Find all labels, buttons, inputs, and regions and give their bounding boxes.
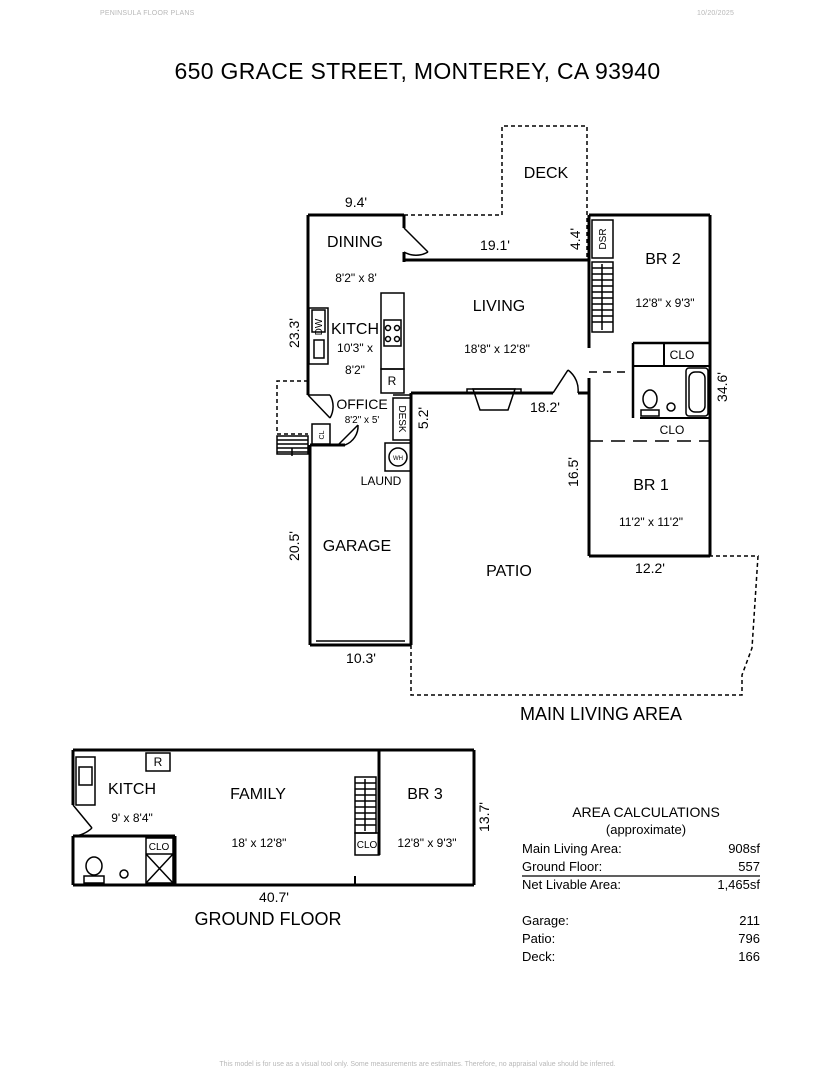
area-row-label: Deck:	[522, 949, 556, 964]
room-label-garage: GARAGE	[323, 538, 391, 555]
room-size-br1: 11'2" x 11'2"	[619, 515, 683, 529]
gf-measure-height: 13.7'	[476, 802, 492, 832]
room-label-office: OFFICE	[336, 396, 387, 412]
area-row-value: 166	[738, 949, 760, 964]
area-calculations-title: AREA CALCULATIONS	[572, 804, 720, 820]
measure-dining-width: 9.4'	[345, 194, 367, 210]
area-row-label: Main Living Area:	[522, 841, 622, 856]
area-row-label: Patio:	[522, 931, 556, 946]
room-label-deck: DECK	[524, 165, 569, 182]
gf-closet-label-bath: CLO	[149, 842, 170, 853]
page-title: 650 GRACE STREET, MONTEREY, CA 93940	[174, 58, 661, 84]
gf-room-label-kitchen: KITCH	[108, 781, 156, 798]
area-row: Deck: 166	[522, 949, 760, 966]
water-heater-label: WH	[393, 456, 403, 462]
desk-label: DESK	[396, 405, 407, 433]
gf-room-size-br3: 12'8" x 9'3"	[397, 836, 456, 850]
gf-room-label-family: FAMILY	[230, 786, 286, 803]
room-size-kitchen-a: 10'3" x	[337, 341, 373, 355]
area-row-value: 557	[738, 859, 760, 874]
patio-outline	[410, 555, 759, 696]
measure-br1-width: 12.2'	[635, 560, 665, 576]
deck-outline	[404, 125, 588, 258]
gf-closet-label-br3: CLO	[357, 840, 378, 851]
room-label-laundry: LAUND	[361, 474, 402, 488]
measure-garage-width: 10.3'	[346, 650, 376, 666]
main-level-label: MAIN LIVING AREA	[520, 704, 682, 724]
dishwasher-label: DW	[314, 318, 325, 335]
measure-living-width: 19.1'	[480, 237, 510, 253]
plan-date: 10/20/2025	[697, 10, 735, 17]
area-row: Ground Floor: 557	[522, 859, 760, 876]
area-row: Net Livable Area: 1,465sf	[522, 877, 760, 894]
refrigerator-label: R	[388, 374, 397, 388]
area-row-value: 1,465sf	[717, 877, 760, 892]
room-size-kitchen-b: 8'2"	[345, 363, 365, 377]
ground-level-label: GROUND FLOOR	[194, 909, 341, 929]
gf-refrigerator-label: R	[154, 755, 163, 769]
measure-office-depth: 5.2'	[415, 407, 431, 429]
room-label-kitchen: KITCH	[331, 321, 379, 338]
area-row: Main Living Area: 908sf	[522, 841, 760, 858]
area-row: Garage: 211	[522, 913, 760, 930]
area-row: Patio: 796	[522, 931, 760, 948]
disclaimer-footer: This model is for use as a visual tool o…	[219, 1061, 616, 1068]
room-label-patio: PATIO	[486, 563, 532, 580]
room-size-dining: 8'2" x 8'	[335, 271, 377, 285]
dsr-label: DSR	[598, 228, 609, 249]
area-row-value: 908sf	[728, 841, 760, 856]
measure-right-height: 34.6'	[714, 372, 730, 402]
gf-room-size-family: 18' x 12'8"	[232, 836, 287, 850]
room-label-living: LIVING	[473, 298, 525, 315]
entry-outline	[276, 380, 308, 435]
closet-label-br2: CLO	[670, 348, 695, 362]
measure-patio-span: 18.2'	[530, 399, 560, 415]
room-label-dining: DINING	[327, 234, 383, 251]
area-row-label: Garage:	[522, 913, 569, 928]
measure-garage-depth: 20.5'	[286, 531, 302, 561]
area-row-label: Net Livable Area:	[522, 877, 622, 892]
gf-room-label-br3: BR 3	[407, 786, 443, 803]
room-label-br1: BR 1	[633, 477, 669, 494]
room-size-living: 18'8" x 12'8"	[464, 342, 530, 356]
company-name: PENINSULA FLOOR PLANS	[100, 10, 195, 17]
measure-deck-depth: 4.4'	[567, 228, 583, 250]
measure-left-height: 23.3'	[286, 318, 302, 348]
room-size-br2: 12'8" x 9'3"	[635, 296, 694, 310]
area-row-label: Ground Floor:	[522, 859, 603, 874]
area-row-value: 796	[738, 931, 760, 946]
room-size-office: 8'2" x 5'	[345, 415, 380, 426]
closet-label-bath: CLO	[660, 423, 685, 437]
gf-room-size-kitchen: 9' x 8'4"	[111, 811, 153, 825]
room-label-br2: BR 2	[645, 251, 681, 268]
office-closet-label: CL	[319, 430, 326, 439]
area-calculations-subtitle: (approximate)	[605, 822, 687, 837]
gf-measure-width: 40.7'	[259, 889, 289, 905]
measure-br1-depth: 16.5'	[565, 457, 581, 487]
area-row-value: 211	[739, 913, 760, 928]
